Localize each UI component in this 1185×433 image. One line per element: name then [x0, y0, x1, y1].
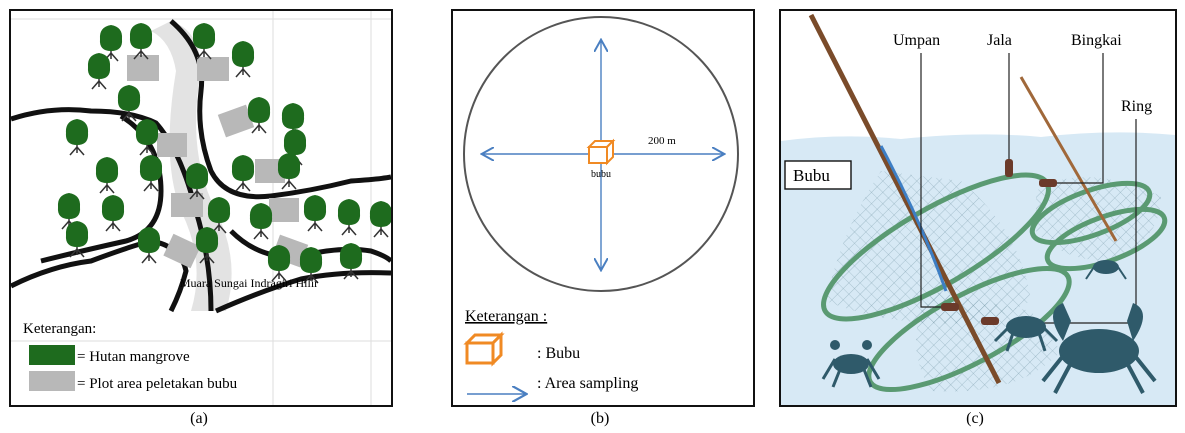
plot-rect	[269, 198, 299, 222]
mangrove-tree-icon	[65, 221, 89, 258]
plot-rect	[157, 133, 187, 157]
mangrove-tree-icon	[207, 197, 231, 234]
center-label: bubu	[591, 169, 611, 180]
legend-title: Keterangan:	[23, 321, 96, 337]
mangrove-trees	[57, 23, 391, 284]
trap-illustration: Umpan Jala Bingkai Ring Bubu	[781, 13, 1175, 405]
legend-mangrove-label: = Hutan mangrove	[77, 349, 190, 365]
mangrove-tree-icon	[299, 247, 323, 284]
bubu-label-box	[784, 160, 852, 190]
mangrove-tree-icon	[277, 153, 301, 190]
panel-b-sampling: bubu 200 m Keterangan : : Bubu : Area sa…	[451, 9, 755, 407]
mangrove-tree-icon	[185, 163, 209, 200]
plot-rect	[171, 193, 203, 217]
legend-plot-label: = Plot area peletakan bubu	[77, 376, 238, 392]
label-jala: Jala	[987, 32, 1012, 49]
panel-c-trap: Umpan Jala Bingkai Ring Bubu	[779, 9, 1177, 407]
plot-rect	[127, 55, 159, 81]
label-bubu: Bubu	[793, 166, 830, 185]
plot-areas	[127, 55, 309, 269]
plot-rect	[163, 233, 201, 269]
mangrove-tree-icon	[129, 23, 153, 60]
mangrove-tree-icon	[101, 195, 125, 232]
label-ring: Ring	[1121, 98, 1152, 115]
mangrove-tree-icon	[231, 41, 255, 78]
mangrove-tree-icon	[195, 227, 219, 264]
crab-small-right	[1085, 260, 1127, 280]
crab-large	[1041, 303, 1157, 394]
mangrove-tree-icon	[249, 203, 273, 240]
mangrove-tree-icon	[369, 201, 391, 238]
label-bingkai: Bingkai	[1071, 32, 1122, 49]
legend-area-label: : Area sampling	[537, 375, 638, 392]
caption-b: (b)	[590, 410, 610, 427]
sampling-diagram: bubu 200 m Keterangan : : Bubu : Area sa…	[463, 16, 739, 405]
crab-small-center	[993, 316, 1059, 352]
mangrove-tree-icon	[339, 243, 363, 280]
mangrove-map: Muara Sungai Indragiri Hilir Keterangan:…	[11, 11, 391, 405]
caption-a: (a)	[190, 410, 208, 427]
mangrove-tree-icon	[135, 119, 159, 156]
mangrove-tree-icon	[117, 85, 141, 122]
legend-title: Keterangan :	[465, 308, 547, 325]
box-icon	[463, 331, 505, 367]
sampling-circle	[463, 16, 739, 292]
mangrove-tree-icon	[303, 195, 327, 232]
caption-c: (c)	[966, 410, 984, 427]
mangrove-tree-icon	[337, 199, 361, 236]
mangrove-tree-icon	[231, 155, 255, 192]
mangrove-tree-icon	[139, 155, 163, 192]
crab-small-left	[821, 340, 881, 388]
pole-left	[808, 13, 1002, 385]
legend-bubu-label: : Bubu	[537, 345, 580, 362]
mangrove-tree-icon	[192, 23, 216, 60]
mangrove-tree-icon	[137, 227, 161, 264]
mangrove-tree-icon	[95, 157, 119, 194]
radius-label: 200 m	[648, 135, 676, 147]
label-umpan: Umpan	[893, 32, 940, 49]
mangrove-tree-icon	[87, 53, 111, 90]
river-label: Muara Sungai Indragiri Hilir	[180, 276, 318, 290]
pole-right	[1019, 76, 1118, 242]
plot-swatch	[29, 371, 75, 391]
mangrove-tree-icon	[267, 245, 291, 282]
mangrove-tree-icon	[247, 97, 271, 134]
crab-icons	[821, 260, 1157, 394]
mangrove-swatch	[29, 345, 75, 365]
plot-rect	[217, 104, 255, 138]
box-icon	[586, 138, 616, 166]
panel-a-map: Muara Sungai Indragiri Hilir Keterangan:…	[9, 9, 393, 407]
mangrove-tree-icon	[65, 119, 89, 156]
plot-rect	[197, 57, 229, 81]
